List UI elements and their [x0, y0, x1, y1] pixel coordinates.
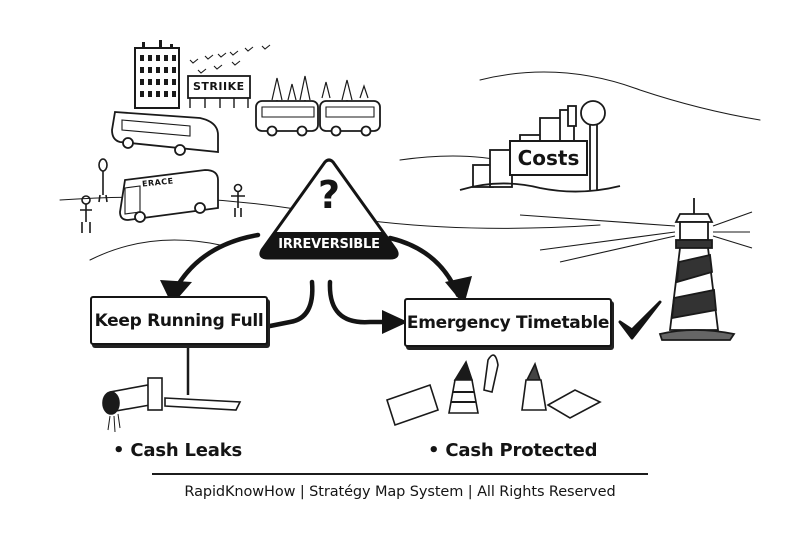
outcome-label: Cash Protected [445, 440, 598, 461]
central-question-mark: ? [317, 173, 341, 217]
leaking-pipe-icon [102, 345, 242, 433]
option-emergency-timetable[interactable]: Emergency Timetable [404, 298, 612, 347]
lighthouse-icon [519, 198, 753, 341]
option-keep-running-full[interactable]: Keep Running Full [90, 296, 268, 345]
traffic-cones-barriers-icon [386, 354, 602, 427]
bullet: • [428, 440, 446, 461]
option-label: Emergency Timetable [406, 312, 610, 333]
strike-sign [187, 75, 251, 108]
articulated-bus-icon [255, 100, 381, 137]
erace-bus-icon [119, 169, 219, 223]
option-label: Keep Running Full [94, 310, 264, 331]
footer-credit: RapidKnowHow | Stratégy Map System | All… [184, 484, 616, 500]
outcome-label: Cash Leaks [130, 440, 243, 461]
footer-divider [152, 473, 648, 475]
costs-sign: Costs [509, 140, 588, 176]
checkmark-icon [618, 300, 662, 340]
bus-icon [111, 111, 219, 156]
arrowheads [160, 276, 472, 334]
factory-icon [459, 100, 621, 193]
costs-sign-label: Costs [517, 146, 580, 170]
birds-icon [189, 44, 271, 74]
people-icon [80, 158, 245, 233]
warning-triangle-icon [259, 158, 399, 260]
outcome-cash-leaks: • Cash Leaks [113, 440, 242, 461]
bullet: • [113, 440, 131, 461]
office-building-icon [134, 40, 180, 109]
central-node-label: IRREVERSIBLE [278, 237, 380, 252]
strike-sign-label: STRIIKE [193, 80, 245, 93]
outcome-cash-protected: • Cash Protected [428, 440, 598, 461]
